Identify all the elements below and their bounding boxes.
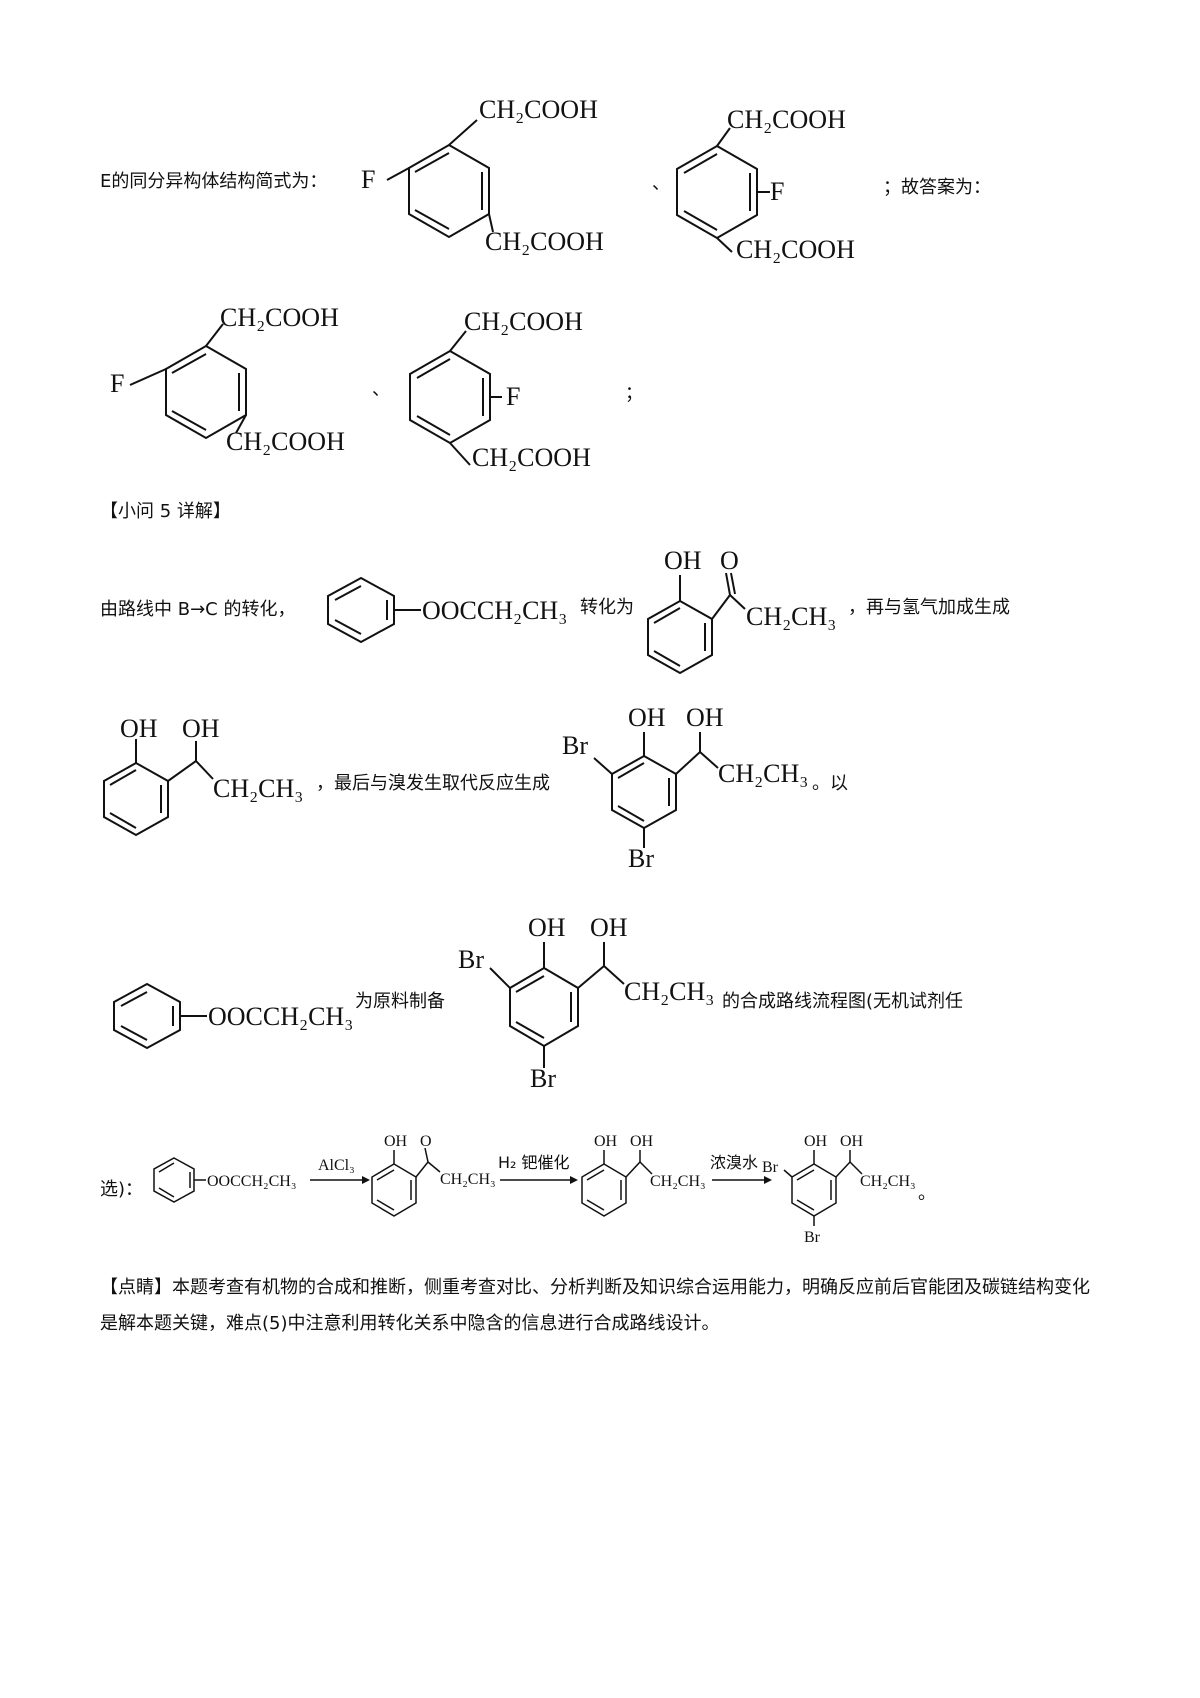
ethyl-label: CH₂CH₃ [213,774,303,803]
carbonyl-oxygen-label: O [420,1133,432,1150]
bromo-label: Br [804,1229,821,1246]
tip-paragraph: 【点睛】本题考查有机物的合成和推断，侧重考查对比、分析判断及知识综合运用能力，明… [100,1277,1090,1334]
fluoro-label: F [770,177,784,206]
ethyl-label: CH₂CH₃ [746,602,836,631]
ester-group-label: OOCCH₂CH₃ [422,596,567,625]
fluoro-label: F [361,165,375,194]
bromo-label: Br [762,1159,779,1176]
ch2cooh-label: CH₂COOH [736,235,855,264]
separator-mark: 、 [372,379,390,400]
hydroxyl-label: OH [630,1133,654,1150]
reagent-alcl3: AlCl₃ [318,1157,355,1174]
ch2cooh-label: CH₂COOH [226,427,345,456]
route-prefix-text: 选)： [100,1179,144,1200]
conversion-text: 转化为 [580,597,634,618]
section-heading: 【小问 5 详解】 [100,501,231,522]
route-ketone-molecule: OH O CH₂CH₃ [371,1133,496,1217]
isomer-structure-1: CH₂COOH CH₂COOH F [361,95,604,256]
bromo-label: Br [562,731,588,760]
hydroxyl-label: OH [686,703,724,732]
answer-structure-1: CH₂COOH CH₂COOH F [110,303,345,456]
flowchart-intro-text: 的合成路线流程图(无机试剂任 [722,991,964,1012]
raw-material-text: 为原料制备 [355,991,445,1012]
line-end-text: 。以 [812,773,848,794]
line-end-mark: ； [625,383,643,404]
hydroxyl-label: OH [628,703,666,732]
answer-intro-text: ；故答案为： [883,177,991,198]
isomer-intro-text: E的同分异构体结构简式为： [100,171,328,192]
ch2cooh-label: CH₂COOH [464,307,583,336]
route-end-mark: 。 [918,1183,936,1204]
route-product-molecule: OH OH CH₂CH₃ Br Br [762,1133,916,1246]
fluoro-label: F [110,369,124,398]
hydrogenation-text: ，再与氢气加成生成 [848,597,1010,618]
reagent-h2-pd: H₂ 钯催化 [498,1153,570,1172]
separator-mark: 、 [652,173,670,194]
ethyl-label: CH₂CH₃ [860,1173,916,1190]
bromo-label: Br [530,1064,556,1093]
ethyl-label: CH₂CH₃ [440,1171,496,1188]
ch2cooh-label: CH₂COOH [727,105,846,134]
starting-material-structure: OOCCH₂CH₃ [113,982,353,1050]
bromination-text: ，最后与溴发生取代反应生成 [316,773,550,794]
answer-structure-2: CH₂COOH F CH₂COOH [409,307,591,472]
route-diol-molecule: OH OH CH₂CH₃ [581,1133,706,1217]
target-structure: OH OH CH₂CH₃ Br Br [458,913,714,1093]
ethyl-label: CH₂CH₃ [624,977,714,1006]
diol-structure: OH OH CH₂CH₃ [103,714,303,837]
hydroxyl-label: OH [182,714,220,743]
hydroxyl-label: OH [594,1133,618,1150]
synthesis-route-scheme: OOCCH₂CH₃ AlCl₃ OH O CH₂CH₃ H₂ 钯催化 OH OH… [153,1133,916,1246]
ethyl-label: CH₂CH₃ [718,759,808,788]
ethyl-label: CH₂CH₃ [650,1173,706,1190]
ch2cooh-label: CH₂COOH [479,95,598,124]
ester-group-label: OOCCH₂CH₃ [207,1173,296,1190]
route-intro-text: 由路线中 B→C 的转化， [100,599,296,620]
bromo-label: Br [628,844,654,873]
ch2cooh-label: CH₂COOH [220,303,339,332]
route-start-molecule: OOCCH₂CH₃ [153,1157,296,1203]
ch2cooh-label: CH₂COOH [485,227,604,256]
hydroxyl-label: OH [590,913,628,942]
bromo-label: Br [458,945,484,974]
phenyl-propanoate-structure: OOCCH₂CH₃ [327,576,567,644]
isomer-structure-2: CH₂COOH F CH₂COOH [676,105,855,264]
hydroxyl-label: OH [528,913,566,942]
hydroxyl-label: OH [120,714,158,743]
hydroxyl-label: OH [804,1133,828,1150]
hydroxy-ketone-structure: OH O CH₂CH₃ [647,546,836,675]
ester-group-label: OOCCH₂CH₃ [208,1002,353,1031]
hydroxyl-label: OH [384,1133,408,1150]
carbonyl-oxygen-label: O [720,546,739,575]
ch2cooh-label: CH₂COOH [472,443,591,472]
hydroxyl-label: OH [664,546,702,575]
reagent-bromine-water: 浓溴水 [710,1153,758,1172]
hydroxyl-label: OH [840,1133,864,1150]
dibromo-diol-structure: OH OH CH₂CH₃ Br Br [562,703,808,873]
fluoro-label: F [506,382,520,411]
